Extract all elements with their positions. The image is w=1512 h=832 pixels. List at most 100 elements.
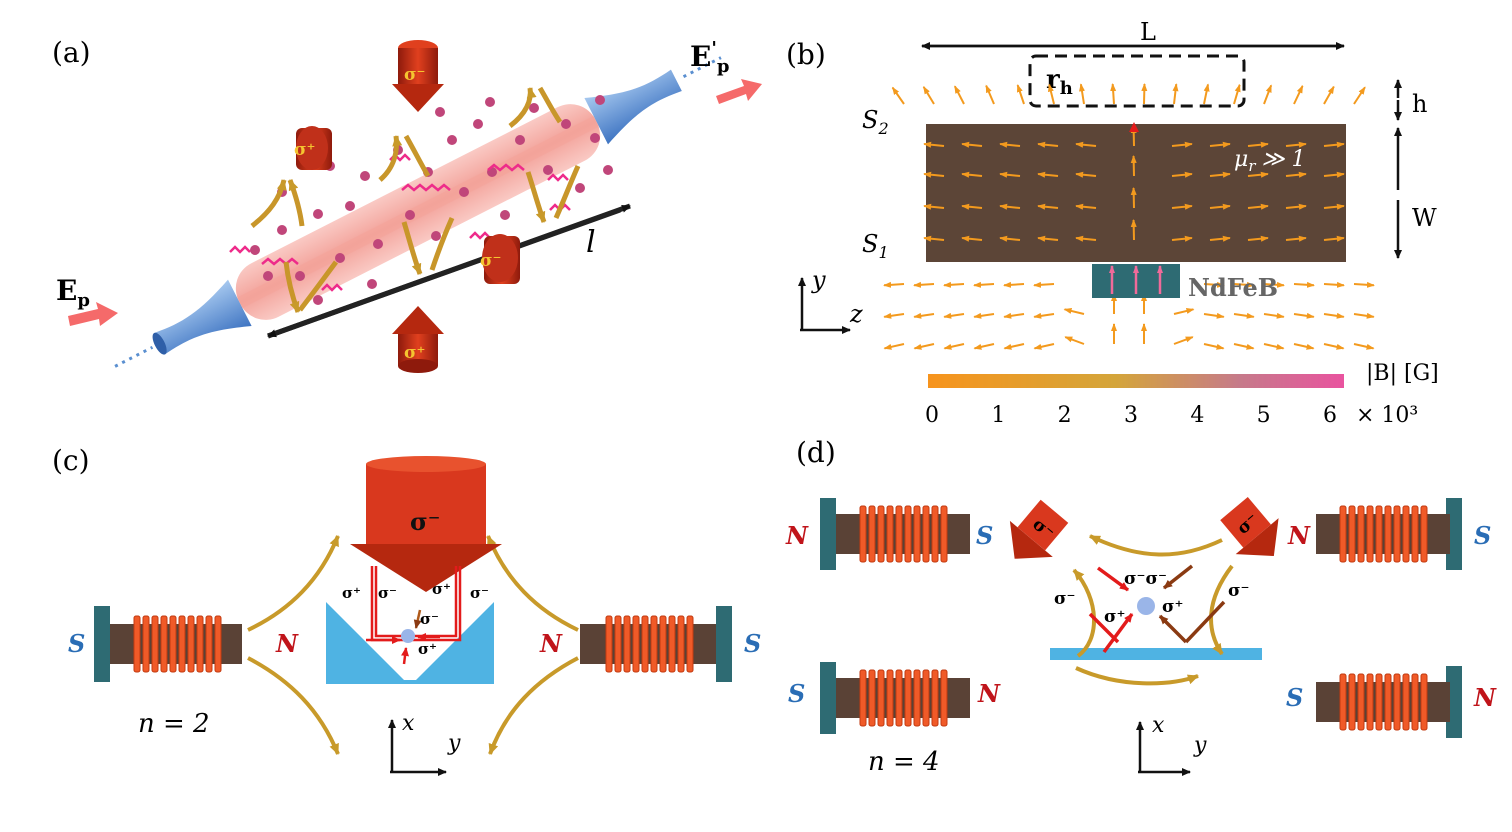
- field-vector: [1293, 281, 1315, 288]
- pol-c-6: σ⁺: [418, 640, 437, 658]
- pol-d-2: σ⁻: [1054, 589, 1076, 609]
- field-vector: [1079, 83, 1085, 105]
- field-vector: [923, 203, 945, 210]
- field-vector: [1203, 312, 1225, 319]
- field-vector: [1033, 343, 1055, 350]
- coil-d: [820, 662, 970, 734]
- field-vector: [891, 86, 905, 105]
- beam-right: σ⁻: [480, 234, 520, 284]
- field-vector: [1323, 312, 1345, 319]
- axis-x-c: x: [402, 711, 415, 736]
- dim-W-label: W: [1412, 204, 1437, 232]
- magnet-label: NdFeB: [1188, 273, 1278, 302]
- pole-tl-S: S: [976, 521, 993, 550]
- pol-d-5: σ⁻: [1228, 581, 1250, 601]
- field-vector: [913, 312, 935, 319]
- field-vector: [1353, 343, 1375, 350]
- field-vector: [1075, 141, 1097, 148]
- colorbar-tick: 5: [1257, 403, 1271, 428]
- field-vector: [1323, 171, 1345, 178]
- field-vectors: [883, 83, 1375, 350]
- coils-d: [820, 498, 1462, 738]
- field-vector: [1247, 141, 1269, 148]
- panel-a-label: (a): [52, 36, 91, 69]
- pol-c-5: σ⁻: [420, 610, 439, 628]
- field-vector: [1033, 312, 1055, 319]
- field-vector: [1003, 312, 1025, 319]
- field-vector: [1263, 343, 1285, 350]
- field-vector: [883, 343, 905, 350]
- beam-left: σ⁺: [294, 126, 332, 170]
- field-vector: [883, 281, 905, 288]
- length-label: l: [586, 225, 596, 260]
- fiber-end-left: [152, 332, 167, 355]
- field-vector: [1323, 343, 1345, 350]
- field-vector: [1263, 84, 1273, 105]
- colorbar-title: |B| [G]: [1366, 361, 1439, 386]
- pole-left-N: N: [275, 629, 299, 658]
- field-vector: [1285, 141, 1307, 148]
- field-vector: [1075, 235, 1097, 242]
- field-vector: [923, 171, 945, 178]
- surface-S1-label: S1: [862, 230, 889, 262]
- coil-d: [820, 498, 970, 570]
- beam-right-d: σ⁻: [1220, 496, 1279, 557]
- high-mu-slab: [926, 124, 1346, 262]
- r-h-label: rh: [1046, 65, 1073, 99]
- dim-h-label: h: [1412, 90, 1427, 118]
- field-vector: [1037, 203, 1059, 210]
- colorbar-tick: 4: [1190, 403, 1204, 428]
- field-vector: [1285, 171, 1307, 178]
- field-vector: [1209, 235, 1231, 242]
- colorbar-tick: 2: [1058, 403, 1072, 428]
- pole-tr-S: S: [1474, 521, 1491, 550]
- pole-cap: [94, 606, 110, 682]
- axis-y-c: y: [447, 731, 461, 756]
- axis-y-d: y: [1193, 733, 1207, 758]
- svg-text:σ⁻: σ⁻: [410, 507, 440, 536]
- field-vector: [1323, 85, 1335, 105]
- field-vector: [1285, 235, 1307, 242]
- field-vector: [999, 171, 1021, 178]
- field-vector: [1173, 308, 1195, 315]
- svg-text:σ⁻: σ⁻: [480, 251, 502, 271]
- surface-S2-label: S2: [862, 106, 889, 138]
- field-vector: [1353, 86, 1366, 105]
- probe-out-arrow: [716, 79, 762, 104]
- atom-c: [401, 629, 415, 643]
- probe-in-arrow: [68, 302, 118, 326]
- field-vector: [961, 203, 983, 210]
- svg-text:σ⁺: σ⁺: [294, 140, 316, 160]
- beam-bottom: σ⁺: [392, 306, 444, 373]
- axis-x-d: x: [1152, 713, 1165, 738]
- coil-right: [580, 606, 732, 682]
- field-vector: [1323, 141, 1345, 148]
- field-vector: [1172, 83, 1179, 105]
- order-c: n = 2: [138, 709, 210, 739]
- probe-out-label: E'p: [690, 38, 729, 77]
- pol-c-1: σ⁺: [342, 584, 361, 602]
- field-vector: [1233, 281, 1255, 288]
- permeability-label: μr≫ 1: [1234, 147, 1306, 175]
- field-vector: [1203, 343, 1225, 350]
- panel-b-label: (b): [786, 38, 826, 71]
- prism-left: [326, 602, 408, 684]
- pol-d-4: σ⁺: [1162, 597, 1184, 617]
- field-vector: [943, 312, 965, 319]
- pol-c-3: σ⁺: [432, 580, 451, 598]
- field-vector: [1263, 312, 1285, 319]
- field-vector: [922, 86, 935, 105]
- field-vector: [1323, 281, 1345, 288]
- dim-L-label: L: [1140, 18, 1156, 46]
- field-vector: [1171, 203, 1193, 210]
- field-vector: [1285, 203, 1307, 210]
- field-vector: [961, 141, 983, 148]
- pole-cap: [716, 606, 732, 682]
- pol-c-4: σ⁻: [470, 584, 489, 602]
- beam-main-c: σ⁻: [350, 456, 502, 592]
- fiber-taper-left: [154, 279, 252, 355]
- panel-d-label: (d): [796, 436, 836, 469]
- prism-right: [412, 602, 494, 684]
- pole-left-S: S: [68, 629, 85, 658]
